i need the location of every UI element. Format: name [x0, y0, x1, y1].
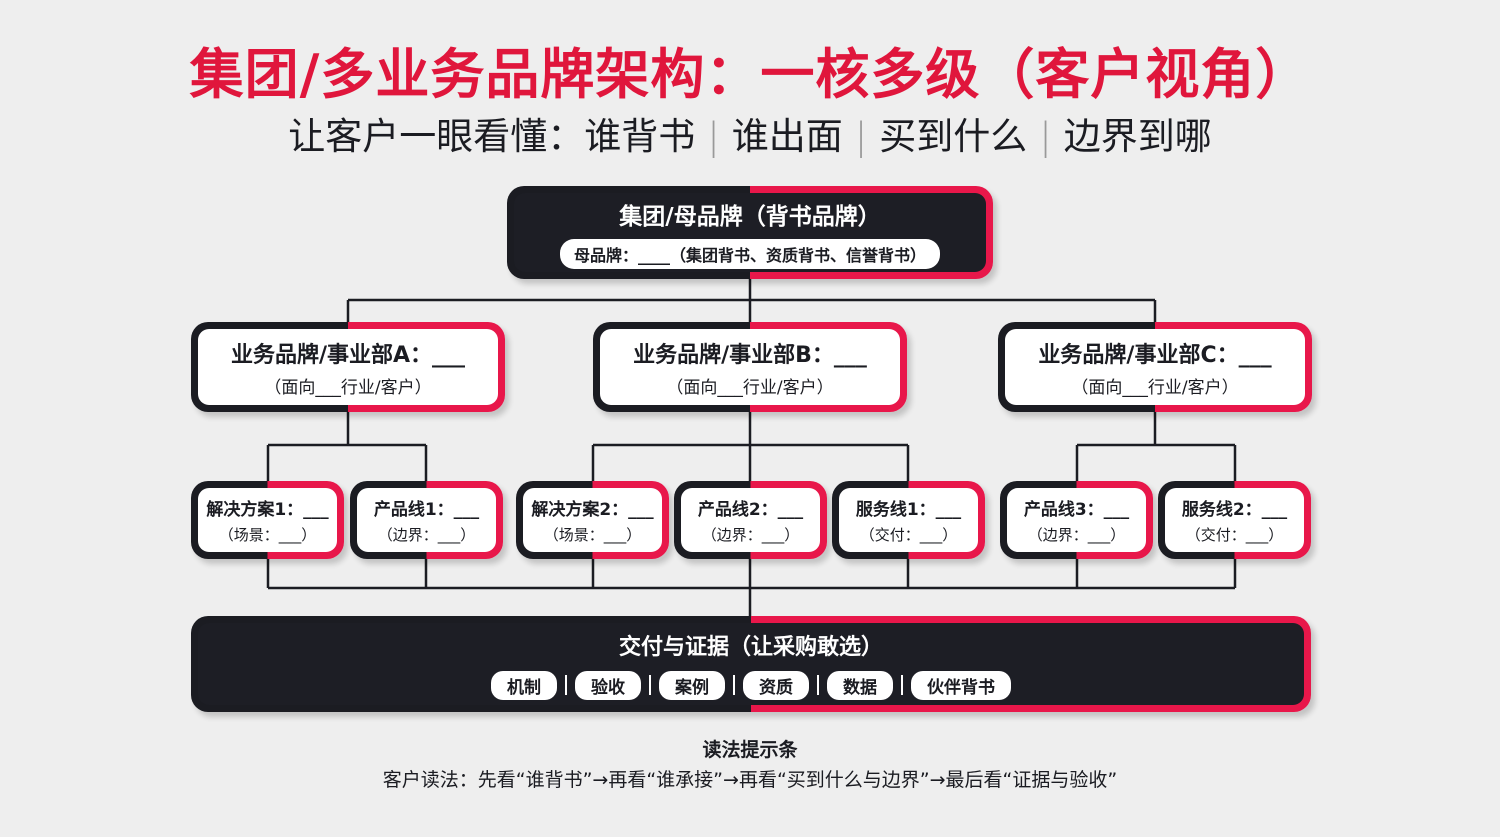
- leaf-title: 解决方案1：___: [206, 500, 329, 520]
- division-subtitle: （面向___行业/客户）: [1071, 377, 1239, 398]
- hint-text: 客户读法：先看“谁背书”→再看“谁承接”→再看“买到什么与边界”→最后看“证据与…: [382, 769, 1118, 791]
- leaf-subtitle: （边界：___）: [377, 526, 476, 544]
- evidence-tag: 案例: [659, 670, 725, 700]
- subtitle-part-4: 边界到哪: [1063, 115, 1212, 158]
- leaf-box-product-3: 产品线3：___ （边界：___）: [1000, 481, 1153, 559]
- connector-a-children: [266, 408, 428, 487]
- leaf-subtitle: （交付：___）: [859, 526, 958, 544]
- leaf-subtitle: （边界：___）: [701, 526, 800, 544]
- leaf-subtitle: （边界：___）: [1027, 526, 1126, 544]
- leaf-subtitle: （场景：___）: [218, 526, 317, 544]
- leaf-subtitle: （场景：___）: [543, 526, 642, 544]
- tag-separator: [817, 675, 819, 695]
- division-title: 业务品牌/事业部B：___: [633, 342, 867, 368]
- evidence-tag: 伙伴背书: [911, 670, 1011, 700]
- subtitle-part-1: 谁背书: [584, 115, 696, 158]
- leaf-box-solution-2: 解决方案2：___ （场景：___）: [516, 481, 669, 559]
- page-subtitle: 让客户一眼看懂：谁背书 | 谁出面 | 买到什么 | 边界到哪: [0, 106, 1500, 160]
- delivery-evidence-title: 交付与证据（让采购敢选）: [618, 634, 883, 660]
- evidence-tag: 数据: [827, 670, 893, 700]
- leaf-title: 解决方案2：___: [531, 500, 654, 520]
- parent-brand-pill: 母品牌：____（集团背书、资质背书、信誉背书）: [559, 238, 940, 269]
- leaf-subtitle: （交付：___）: [1185, 526, 1284, 544]
- delivery-evidence-box: 交付与证据（让采购敢选） 机制 验收 案例 资质 数据 伙伴背书: [191, 616, 1311, 712]
- leaf-title: 产品线3：___: [1023, 500, 1130, 520]
- leaf-box-solution-1: 解决方案1：___ （场景：___）: [191, 481, 344, 559]
- evidence-tag-list: 机制 验收 案例 资质 数据 伙伴背书: [491, 670, 1011, 700]
- connector-c-children: [1075, 408, 1237, 487]
- tag-separator: [733, 675, 735, 695]
- division-box-a: 业务品牌/事业部A：___ （面向___行业/客户）: [191, 322, 505, 412]
- division-box-c: 业务品牌/事业部C：___ （面向___行业/客户）: [998, 322, 1312, 412]
- subtitle-part-2: 谁出面: [731, 115, 843, 158]
- leaf-box-product-1: 产品线1：___ （边界：___）: [350, 481, 503, 559]
- division-subtitle: （面向___行业/客户）: [264, 377, 432, 398]
- evidence-tag: 资质: [743, 670, 809, 700]
- subtitle-separator: |: [854, 115, 868, 158]
- evidence-tag: 机制: [491, 670, 557, 700]
- subtitle-part-3: 买到什么: [879, 115, 1028, 158]
- parent-brand-box: 集团/母品牌（背书品牌） 母品牌：____（集团背书、资质背书、信誉背书）: [507, 186, 993, 279]
- tag-separator: [901, 675, 903, 695]
- page-title: 集团/多业务品牌架构：一核多级（客户视角）: [189, 43, 1311, 106]
- subtitle-prefix: 让客户一眼看懂：: [288, 115, 585, 158]
- parent-brand-title: 集团/母品牌（背书品牌）: [619, 203, 881, 230]
- division-subtitle: （面向___行业/客户）: [666, 377, 834, 398]
- leaf-title: 产品线2：___: [697, 500, 804, 520]
- division-box-b: 业务品牌/事业部B：___ （面向___行业/客户）: [593, 322, 907, 412]
- leaf-title: 服务线1：___: [855, 500, 962, 520]
- subtitle-separator: |: [707, 115, 720, 158]
- tag-separator: [649, 675, 651, 695]
- leaf-title: 产品线1：___: [373, 500, 480, 520]
- leaf-box-service-1: 服务线1：___ （交付：___）: [832, 481, 985, 559]
- hint-title: 读法提示条: [702, 739, 798, 761]
- division-title: 业务品牌/事业部C：___: [1038, 342, 1272, 368]
- division-title: 业务品牌/事业部A：___: [230, 342, 466, 368]
- leaf-box-service-2: 服务线2：___ （交付：___）: [1158, 481, 1311, 559]
- leaf-title: 服务线2：___: [1181, 500, 1288, 520]
- evidence-tag: 验收: [575, 670, 641, 700]
- leaf-box-product-2: 产品线2：___ （边界：___）: [674, 481, 827, 559]
- tag-separator: [565, 675, 567, 695]
- subtitle-separator: |: [1039, 115, 1052, 158]
